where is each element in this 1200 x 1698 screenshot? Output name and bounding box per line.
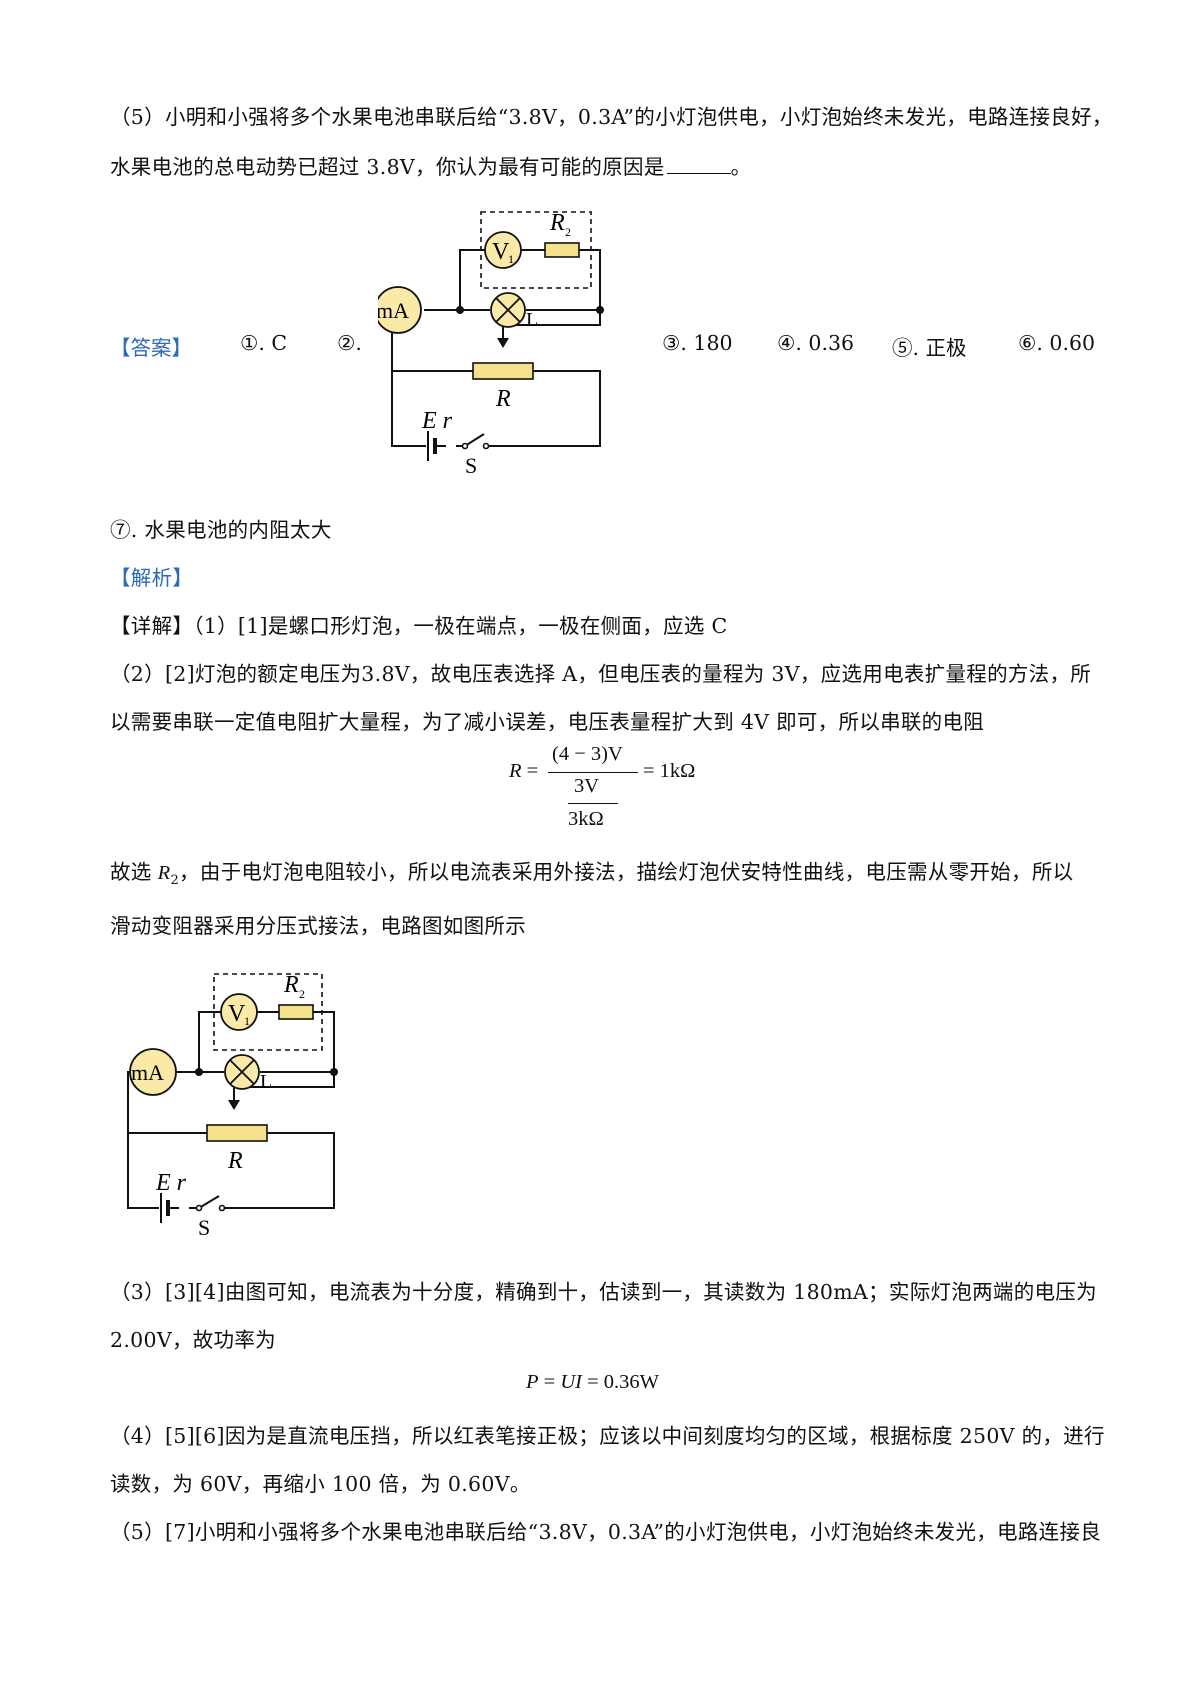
question-5-text: 水果电池的总电动势已超过 3.8V，你认为最有可能的原因是 xyxy=(110,155,665,179)
detail-text-1: （1）[1]是螺口形灯泡，一极在端点，一极在侧面，应选 C xyxy=(193,614,728,638)
detail-paragraph-2-line-1: （2）[2]灯泡的额定电压为3.8V，故电压表选择 A，但电压表的量程为 3V，… xyxy=(110,662,1092,686)
rheostat: R xyxy=(472,362,534,412)
formula-rhs: = 1kΩ xyxy=(643,760,696,782)
svg-text:2: 2 xyxy=(299,987,305,1001)
answer-blank xyxy=(666,155,731,174)
question-5-line-2: 水果电池的总电动势已超过 3.8V，你认为最有可能的原因是 。 xyxy=(110,150,751,180)
text-explanation: ，由于电灯泡电阻较小，所以电流表采用外接法，描绘灯泡伏安特性曲线，电压需从零开始… xyxy=(179,860,1074,884)
junction-node xyxy=(596,306,604,314)
formula-power: P = UI = 0.36W xyxy=(526,1371,660,1393)
rheostat: R xyxy=(206,1124,268,1174)
lamp: L xyxy=(224,1054,272,1093)
detail-paragraph-2-line-2: 以需要串联一定值电阻扩大量程，为了减小误差，电压表量程扩大到 4V 即可，所以串… xyxy=(110,710,985,734)
voltmeter: V 1 xyxy=(484,231,522,269)
ammeter: mA xyxy=(378,286,422,334)
detail-paragraph-4-line-1: （4）[5][6]因为是直流电压挡，所以红表笔接正极；应该以中间刻度均匀的区域，… xyxy=(110,1424,1105,1448)
answer-label: 【答案】 xyxy=(110,336,192,360)
battery: E r xyxy=(155,1170,187,1223)
svg-text:L: L xyxy=(526,309,538,331)
circuit-diagram-analysis: V 1 R 2 mA L R E r S xyxy=(127,972,338,1237)
symbol-r2-sub: 2 xyxy=(170,873,180,889)
svg-text:2: 2 xyxy=(565,225,571,239)
question-5-end: 。 xyxy=(730,155,752,179)
formula-lhs: R = xyxy=(509,760,539,782)
detail-label: 【详解】 xyxy=(110,614,194,638)
switch-label: S xyxy=(465,453,477,475)
svg-text:E r: E r xyxy=(421,408,453,434)
slider-arrow xyxy=(497,338,509,348)
svg-text:L: L xyxy=(260,1071,272,1093)
analysis-label: 【解析】 xyxy=(110,566,194,590)
formula-denominator-top: 3V xyxy=(574,775,600,797)
svg-text:1: 1 xyxy=(508,252,514,266)
detail-paragraph-2-line-4: 滑动变阻器采用分压式接法，电路图如图所示 xyxy=(110,914,526,938)
svg-text:mA: mA xyxy=(131,1060,164,1085)
svg-text:R: R xyxy=(227,1148,243,1174)
formula-numerator: (4 − 3)V xyxy=(552,743,623,765)
battery: E r xyxy=(421,408,453,461)
text-choose: 故选 xyxy=(110,860,152,884)
answer-item-5: ⑤. 正极 xyxy=(892,336,967,360)
svg-text:1: 1 xyxy=(244,1014,250,1028)
svg-text:R: R xyxy=(549,210,565,236)
circuit-diagram-answer: V 1 R 2 mA L R E r S xyxy=(378,210,604,475)
detail-paragraph-4-line-2: 读数，为 60V，再缩小 100 倍，为 0.60V。 xyxy=(110,1472,531,1496)
switch-label: S xyxy=(198,1215,210,1237)
formula-sub-fraction-bar xyxy=(568,803,618,804)
resistor-r2: R 2 xyxy=(544,210,580,258)
svg-text:mA: mA xyxy=(378,298,409,323)
answer-item-6: ⑥. 0.60 xyxy=(1018,331,1096,355)
detail-paragraph-1: 【详解】（1）[1]是螺口形灯泡，一极在端点，一极在侧面，应选 C xyxy=(110,609,727,639)
junction-node xyxy=(456,306,464,314)
answer-item-3: ③. 180 xyxy=(662,331,733,355)
formula-denominator-bottom: 3kΩ xyxy=(568,808,604,830)
svg-text:V: V xyxy=(228,1001,246,1027)
voltmeter: V 1 xyxy=(220,993,258,1031)
ammeter: mA xyxy=(129,1048,177,1096)
resistor-r2: R 2 xyxy=(278,972,314,1020)
svg-text:V: V xyxy=(492,239,510,265)
detail-paragraph-3-line-2: 2.00V，故功率为 xyxy=(110,1328,276,1352)
detail-paragraph-5-line-1: （5）[7]小明和小强将多个水果电池串联后给“3.8V，0.3A”的小灯泡供电，… xyxy=(110,1520,1102,1544)
svg-text:R: R xyxy=(283,972,299,998)
answer-item-2: ②. xyxy=(337,331,362,355)
question-5-line-1: （5）小明和小强将多个水果电池串联后给“3.8V，0.3A”的小灯泡供电，小灯泡… xyxy=(110,105,1113,129)
answer-item-1: ①. C xyxy=(240,331,288,355)
svg-text:E r: E r xyxy=(155,1170,187,1196)
symbol-r2: R xyxy=(157,862,171,884)
answer-item-4: ④. 0.36 xyxy=(777,331,855,355)
answer-item-7: ⑦. 水果电池的内阻太大 xyxy=(110,518,332,542)
svg-text:R: R xyxy=(495,386,511,412)
detail-paragraph-3-line-1: （3）[3][4]由图可知，电流表为十分度，精确到十，估读到一，其读数为 180… xyxy=(110,1280,1097,1304)
formula-main-fraction-bar xyxy=(548,772,638,773)
lamp: L xyxy=(490,292,538,331)
